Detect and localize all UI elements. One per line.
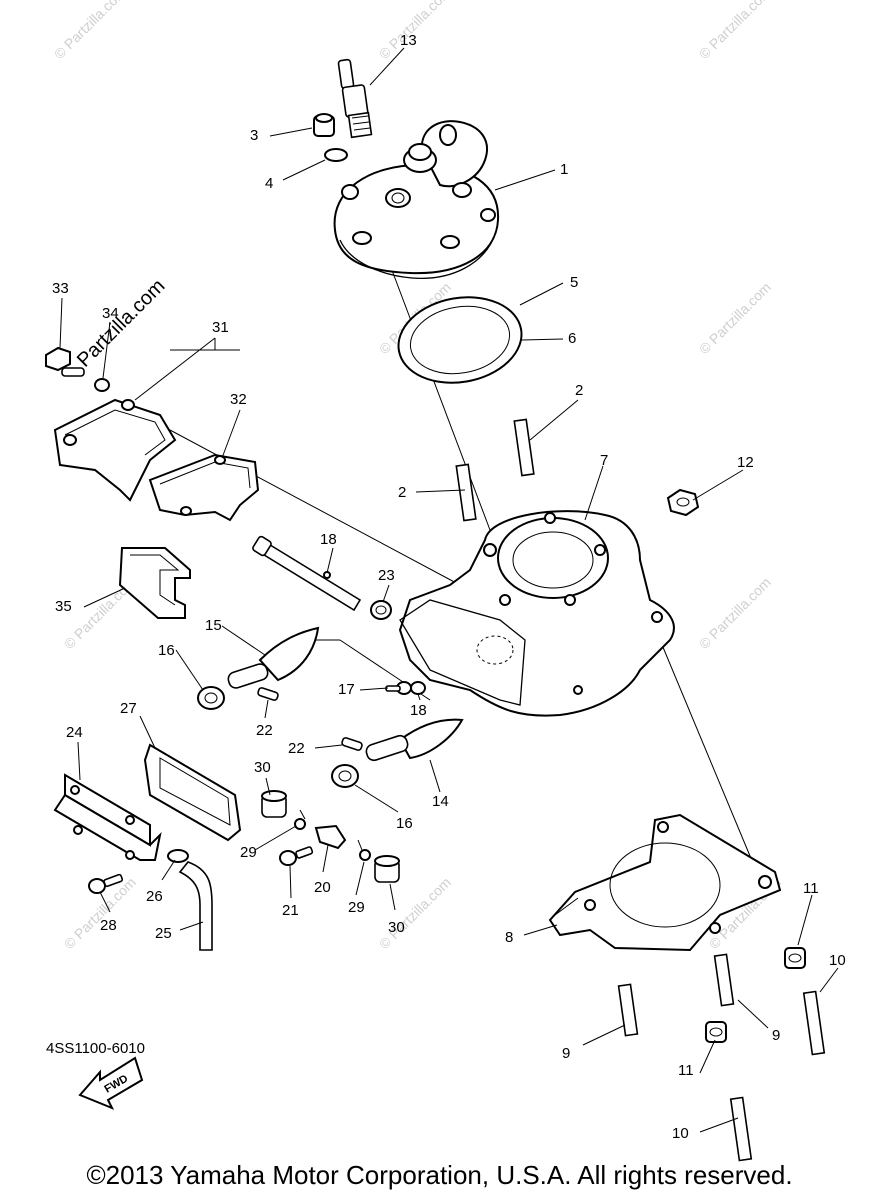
callout-7: 7 (600, 452, 608, 469)
cylinder-block (398, 510, 675, 717)
watermark: © Partzilla.com (376, 874, 454, 952)
callout-14: 14 (432, 793, 449, 810)
bolt (45, 346, 85, 377)
cover-gasket-plate (143, 743, 242, 842)
breather-hose (178, 861, 213, 951)
bracket (314, 824, 347, 850)
callout-1: 1 (560, 161, 568, 178)
hose-clamp (167, 849, 189, 863)
callout-22: 22 (256, 722, 273, 739)
stud-bolt (455, 418, 535, 522)
leader-lines (59, 47, 839, 1133)
stud-bolt (713, 953, 735, 1007)
callout-5: 5 (570, 274, 578, 291)
callout-9: 9 (772, 1027, 780, 1044)
cylinder-head (333, 120, 500, 279)
callout-6: 6 (568, 330, 576, 347)
bolt (279, 846, 314, 866)
callout-29: 29 (240, 844, 257, 861)
callout-23: 23 (378, 567, 395, 584)
collar (261, 790, 287, 818)
clip (357, 839, 371, 861)
callout-11: 11 (803, 880, 819, 897)
callout-25: 25 (155, 925, 172, 942)
washer (324, 148, 348, 162)
callout-19: 18 (320, 531, 337, 548)
cap-nut (313, 113, 335, 137)
callout-16: 16 (396, 815, 413, 832)
washer (94, 378, 110, 392)
callout-13: 13 (400, 32, 417, 49)
valve-cover (53, 398, 177, 502)
callout-33: 33 (52, 280, 69, 297)
head-gasket (397, 296, 523, 384)
callout-10: 10 (829, 952, 846, 969)
callout-24: 24 (66, 724, 83, 741)
clip (294, 809, 306, 830)
watermark: © Partzilla.com (696, 574, 774, 652)
exhaust-valve (227, 626, 320, 689)
base-gasket (548, 813, 782, 952)
exhaust-valve (365, 718, 464, 762)
callout-30: 30 (388, 919, 405, 936)
callout-22: 22 (288, 740, 305, 757)
copyright-notice: ©2013 Yamaha Motor Corporation, U.S.A. A… (86, 1160, 793, 1190)
callout-11: 11 (678, 1062, 694, 1079)
callout-labels: 13 3 4 1 5 6 2 2 7 12 18 23 15 16 17 18 … (52, 32, 846, 1142)
forward-arrow-icon: FWD (78, 1056, 144, 1110)
nut (784, 947, 806, 969)
nut (705, 1021, 727, 1043)
callout-27: 27 (120, 700, 137, 717)
exhaust-valve-shaft (252, 535, 362, 612)
cover-gasket (148, 453, 260, 522)
stud-bolt (617, 983, 639, 1037)
callout-12: 12 (737, 454, 754, 471)
watermark: © Partzilla.com (696, 279, 774, 357)
spark-plug (337, 58, 373, 139)
callout-18: 18 (410, 702, 427, 719)
watermark: © Partzilla.com (696, 0, 774, 62)
callout-9: 9 (562, 1045, 570, 1062)
callout-10: 10 (672, 1125, 689, 1142)
valve-seal (331, 764, 359, 788)
diagram-code: 4SS1100-6010 (46, 1040, 145, 1057)
screw (88, 873, 124, 894)
callout-31: 31 (212, 319, 229, 336)
partzilla-watermark: Partzilla.com (73, 275, 170, 372)
dowel-pin (257, 687, 279, 701)
rubber-seal (118, 547, 191, 619)
callout-30: 30 (254, 759, 271, 776)
callout-20: 20 (314, 879, 331, 896)
callout-4: 4 (265, 175, 273, 192)
callout-2: 2 (575, 382, 583, 399)
callout-35: 35 (55, 598, 72, 615)
screw (385, 681, 412, 695)
nut (666, 488, 700, 517)
callout-17: 17 (338, 681, 355, 698)
callout-32: 32 (230, 391, 247, 408)
callout-3: 3 (250, 127, 258, 144)
callout-28: 28 (100, 917, 117, 934)
callout-26: 26 (146, 888, 163, 905)
callout-15: 15 (205, 617, 222, 634)
dowel-pin (341, 737, 363, 751)
watermark: © Partzilla.com (51, 0, 129, 62)
callout-8: 8 (505, 929, 513, 946)
callout-21: 21 (282, 902, 299, 919)
washer (410, 681, 426, 695)
callout-16: 16 (158, 642, 175, 659)
valve-seal (197, 686, 225, 710)
callout-34: 34 (102, 305, 119, 322)
stud-bolt (729, 1096, 753, 1162)
stud-bolt (802, 990, 826, 1056)
cover-plate (53, 773, 162, 861)
callout-2: 2 (398, 484, 406, 501)
collar (374, 855, 400, 883)
shaft-collar (370, 600, 392, 620)
callout-29: 29 (348, 899, 365, 916)
